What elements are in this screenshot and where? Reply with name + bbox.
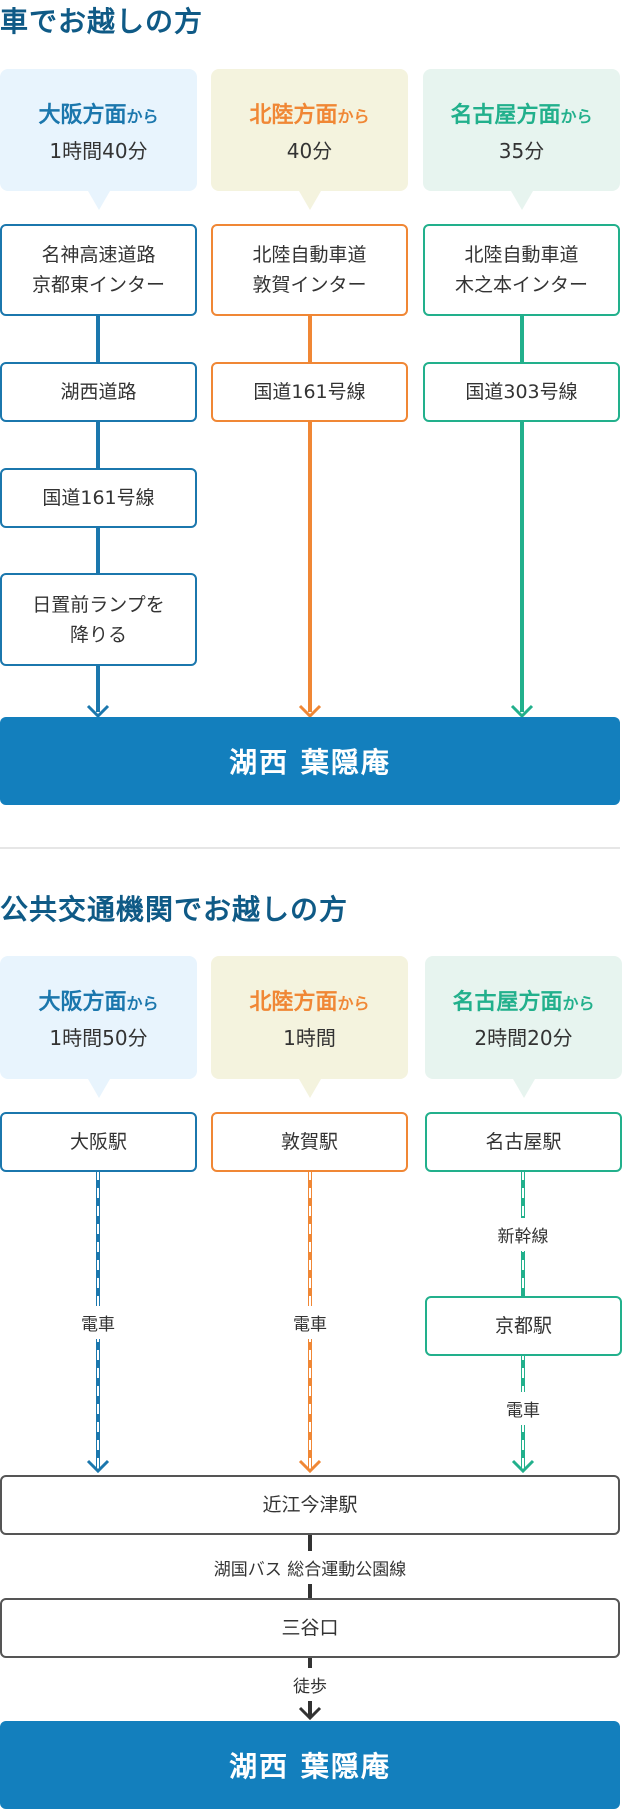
bubble-time: 40分 [286,138,333,163]
route-step: 北陸自動車道 木之本インター [423,224,620,316]
bubble-kara: から [337,994,370,1013]
walk-label: 徒歩 [293,1668,327,1701]
section-divider [0,847,620,849]
station-box: 敦賀駅 [211,1112,408,1172]
transport-label: 電車 [293,1306,327,1339]
arrow-down-icon [298,1706,322,1720]
bubble-kara: から [126,106,159,126]
bubble-kara: から [337,106,370,126]
transport-label: 電車 [506,1392,540,1425]
bubble-from: 大阪方面 [38,102,127,128]
route-step: 北陸自動車道 敦賀インター [211,224,408,316]
route-step: 国道161号線 [0,468,197,528]
bubble-kara: から [560,106,593,126]
bus-label: 湖国バス 総合運動公園線 [213,1551,407,1584]
route-line [308,300,312,712]
bubble-time: 2時間20分 [474,1026,573,1050]
arrow-down-icon [298,1459,322,1473]
route-step: 国道161号線 [211,362,408,422]
arrow-down-icon [511,1459,535,1473]
bubble-from: 大阪方面 [38,990,127,1015]
car-hokuriku-bubble: 北陸方面から 40分 [211,69,408,210]
bubble-time: 1時間50分 [49,1026,148,1050]
bus-stop-box: 三谷口 [0,1598,620,1658]
car-nagoya-bubble: 名古屋方面から 35分 [423,69,620,210]
transit-nagoya-bubble: 名古屋方面から 2時間20分 [425,956,622,1098]
transit-osaka-bubble: 大阪方面から 1時間50分 [0,956,197,1098]
station-box: 京都駅 [425,1296,622,1356]
arrow-down-icon [86,704,110,718]
bubble-kara: から [126,994,159,1013]
station-box: 大阪駅 [0,1112,197,1172]
transport-label: 新幹線 [497,1218,549,1251]
route-step: 湖西道路 [0,362,197,422]
bubble-from: 名古屋方面 [450,102,561,128]
transit-section-title: 公共交通機関でお越しの方 [0,893,349,926]
bubble-time: 35分 [498,138,545,163]
arrow-down-icon [298,704,322,718]
car-section-title: 車でお越しの方 [0,5,204,38]
bubble-time: 1時間40分 [49,138,148,163]
bubble-kara: から [562,994,595,1013]
bubble-from: 名古屋方面 [452,990,563,1015]
arrow-down-icon [510,704,534,718]
transport-label: 電車 [81,1306,115,1339]
bubble-from: 北陸方面 [249,102,338,128]
transfer-station-box: 近江今津駅 [0,1475,620,1535]
transit-hokuriku-bubble: 北陸方面から 1時間 [211,956,408,1098]
bubble-from: 北陸方面 [249,990,338,1015]
route-line [520,300,524,712]
destination-banner: 湖西 葉隠庵 [0,1721,620,1809]
bubble-time: 1時間 [283,1026,336,1050]
station-box: 名古屋駅 [425,1112,622,1172]
route-step: 日置前ランプを 降りる [0,573,197,666]
route-step: 国道303号線 [423,362,620,422]
car-osaka-bubble: 大阪方面から 1時間40分 [0,69,197,210]
arrow-down-icon [86,1459,110,1473]
destination-banner: 湖西 葉隠庵 [0,717,620,805]
route-step: 名神高速道路 京都東インター [0,224,197,316]
